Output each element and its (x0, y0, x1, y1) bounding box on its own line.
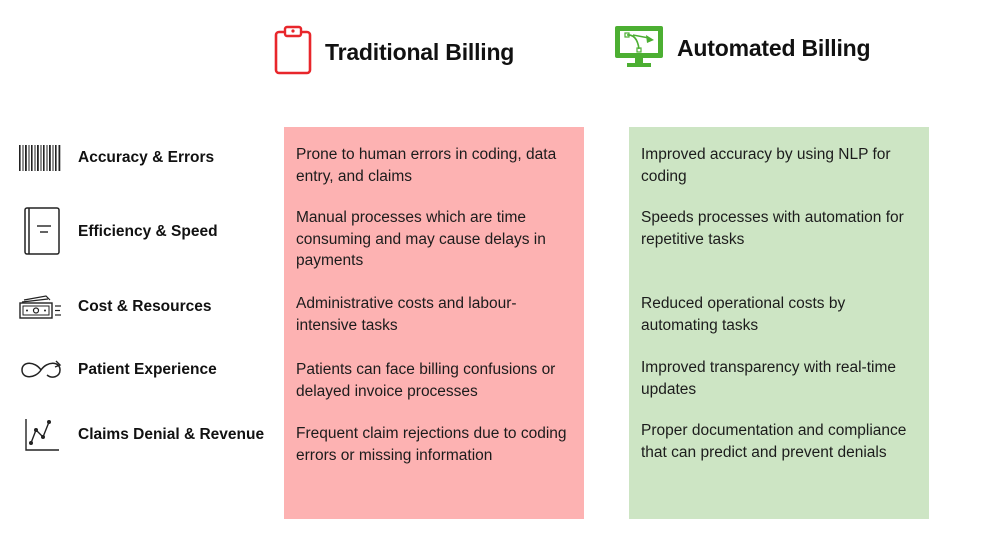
traditional-efficiency-text: Manual processes which are time consumin… (296, 209, 546, 269)
line-chart-icon (18, 417, 64, 453)
clipboard-icon (273, 24, 313, 81)
barcode-icon (18, 144, 64, 172)
row-label-text: Accuracy & Errors (78, 149, 215, 166)
row-label-text: Patient Experience (78, 361, 217, 378)
row-label-text: Cost & Resources (78, 298, 212, 315)
automated-accuracy-text: Improved accuracy by using NLP for codin… (641, 146, 891, 185)
traditional-billing-column: Prone to human errors in coding, data en… (284, 127, 584, 519)
automated-cost-text: Reduced operational costs by automating … (641, 295, 846, 334)
row-label-patient: Patient Experience (18, 358, 217, 382)
row-label-accuracy: Accuracy & Errors (18, 144, 214, 172)
money-icon (18, 294, 64, 320)
notebook-icon (18, 206, 64, 258)
traditional-cost-text: Administrative costs and labour-intensiv… (296, 295, 517, 334)
traditional-billing-title: Traditional Billing (325, 39, 515, 65)
automated-billing-header: Automated Billing (613, 24, 871, 73)
infinity-loop-icon (18, 358, 64, 382)
row-label-text: Efficiency & Speed (78, 223, 218, 240)
traditional-billing-header: Traditional Billing (273, 24, 514, 81)
automated-billing-title: Automated Billing (677, 35, 871, 61)
automated-patient-text: Improved transparency with real-time upd… (641, 359, 896, 398)
monitor-path-icon (613, 24, 665, 73)
automated-claims-text: Proper documentation and compliance that… (641, 422, 907, 461)
row-label-cost: Cost & Resources (18, 294, 212, 320)
row-label-text: Claims Denial & Revenue (78, 426, 265, 443)
traditional-claims-text: Frequent claim rejections due to coding … (296, 425, 567, 464)
traditional-patient-text: Patients can face billing confusions or … (296, 361, 556, 400)
row-label-claims: Claims Denial & Revenue (18, 417, 264, 453)
row-label-efficiency: Efficiency & Speed (18, 206, 218, 258)
automated-billing-column: Improved accuracy by using NLP for codin… (629, 127, 929, 519)
automated-efficiency-text: Speeds processes with automation for rep… (641, 209, 904, 248)
traditional-accuracy-text: Prone to human errors in coding, data en… (296, 146, 557, 185)
